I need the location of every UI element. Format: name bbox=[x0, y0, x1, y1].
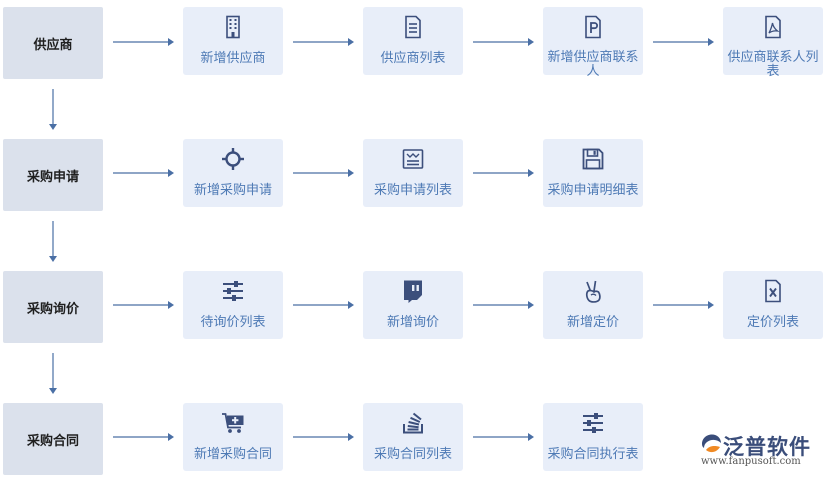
flow-arrow-down bbox=[48, 353, 58, 399]
node-label: 采购合同列表 bbox=[373, 447, 452, 462]
flow-arrow bbox=[473, 432, 535, 442]
floppy-disk-icon bbox=[581, 147, 605, 171]
node-new-supplier-contact[interactable]: 新增供应商联系人 bbox=[543, 7, 643, 79]
victory-hand-icon bbox=[581, 279, 605, 303]
node-label: 采购申请明细表 bbox=[547, 183, 639, 198]
building-icon bbox=[221, 15, 245, 39]
category-label: 采购询价 bbox=[26, 301, 79, 317]
node-label: 定价列表 bbox=[746, 315, 799, 330]
cart-plus-icon bbox=[221, 411, 245, 435]
flow-arrow bbox=[473, 37, 535, 47]
node-label: 新增采购申请 bbox=[193, 183, 272, 198]
node-label: 新增询价 bbox=[386, 315, 439, 330]
flow-arrow-down bbox=[48, 89, 58, 135]
category-purchase-inquiry: 采购询价 bbox=[3, 271, 103, 343]
node-label: 新增定价 bbox=[566, 315, 619, 330]
flow-arrow bbox=[473, 168, 535, 178]
flow-arrow bbox=[113, 300, 175, 310]
document-icon bbox=[401, 15, 425, 39]
node-purchase-request-list[interactable]: 采购申请列表 bbox=[363, 139, 463, 207]
pdf-file-icon bbox=[761, 15, 785, 39]
logo-url-text: www.fanpusoft.com bbox=[701, 456, 801, 467]
node-label: 待询价列表 bbox=[200, 315, 266, 330]
node-supplier-contact-list[interactable]: 供应商联系人列表 bbox=[723, 7, 823, 79]
flow-arrow bbox=[293, 432, 355, 442]
flow-arrow bbox=[473, 300, 535, 310]
category-purchase-contract: 采购合同 bbox=[3, 403, 103, 475]
logo-brand-text: 泛普软件 bbox=[723, 435, 811, 459]
flow-arrow bbox=[293, 37, 355, 47]
powerpoint-file-icon bbox=[581, 15, 605, 39]
node-label: 采购合同执行表 bbox=[547, 447, 639, 462]
flow-arrow bbox=[293, 168, 355, 178]
node-new-inquiry[interactable]: 新增询价 bbox=[363, 271, 463, 339]
category-label: 采购申请 bbox=[26, 169, 79, 185]
node-purchase-request-detail[interactable]: 采购申请明细表 bbox=[543, 139, 643, 207]
category-supplier: 供应商 bbox=[3, 7, 103, 79]
excel-file-icon bbox=[761, 279, 785, 303]
sliders-icon bbox=[581, 411, 605, 435]
node-label: 采购申请列表 bbox=[373, 183, 452, 198]
node-label: 新增采购合同 bbox=[193, 447, 272, 462]
node-new-purchase-contract[interactable]: 新增采购合同 bbox=[183, 403, 283, 471]
category-label: 供应商 bbox=[33, 37, 73, 53]
flow-arrow bbox=[293, 300, 355, 310]
flow-arrow bbox=[653, 300, 715, 310]
chat-bubble-icon bbox=[401, 279, 425, 303]
node-new-purchase-request[interactable]: 新增采购申请 bbox=[183, 139, 283, 207]
node-purchase-contract-list[interactable]: 采购合同列表 bbox=[363, 403, 463, 471]
logo-mark-icon bbox=[699, 433, 723, 455]
node-purchase-contract-execution[interactable]: 采购合同执行表 bbox=[543, 403, 643, 471]
node-pricing-list[interactable]: 定价列表 bbox=[723, 271, 823, 339]
node-label: 供应商联系人列表 bbox=[727, 50, 819, 79]
flow-arrow bbox=[113, 37, 175, 47]
stack-icon bbox=[401, 411, 425, 435]
list-box-icon bbox=[401, 147, 425, 171]
flow-arrow-down bbox=[48, 221, 58, 267]
node-label: 新增供应商联系人 bbox=[547, 50, 639, 79]
category-purchase-request: 采购申请 bbox=[3, 139, 103, 211]
node-label: 供应商列表 bbox=[380, 51, 446, 66]
flow-arrow bbox=[653, 37, 715, 47]
node-new-pricing[interactable]: 新增定价 bbox=[543, 271, 643, 339]
node-supplier-list[interactable]: 供应商列表 bbox=[363, 7, 463, 75]
flow-arrow bbox=[113, 168, 175, 178]
node-pending-inquiry-list[interactable]: 待询价列表 bbox=[183, 271, 283, 339]
fanpu-logo: 泛普软件 www.fanpusoft.com bbox=[697, 431, 825, 469]
sliders-icon bbox=[221, 279, 245, 303]
node-new-supplier[interactable]: 新增供应商 bbox=[183, 7, 283, 75]
flow-arrow bbox=[113, 432, 175, 442]
node-label: 新增供应商 bbox=[200, 51, 266, 66]
category-label: 采购合同 bbox=[26, 433, 79, 449]
crosshair-icon bbox=[221, 147, 245, 171]
